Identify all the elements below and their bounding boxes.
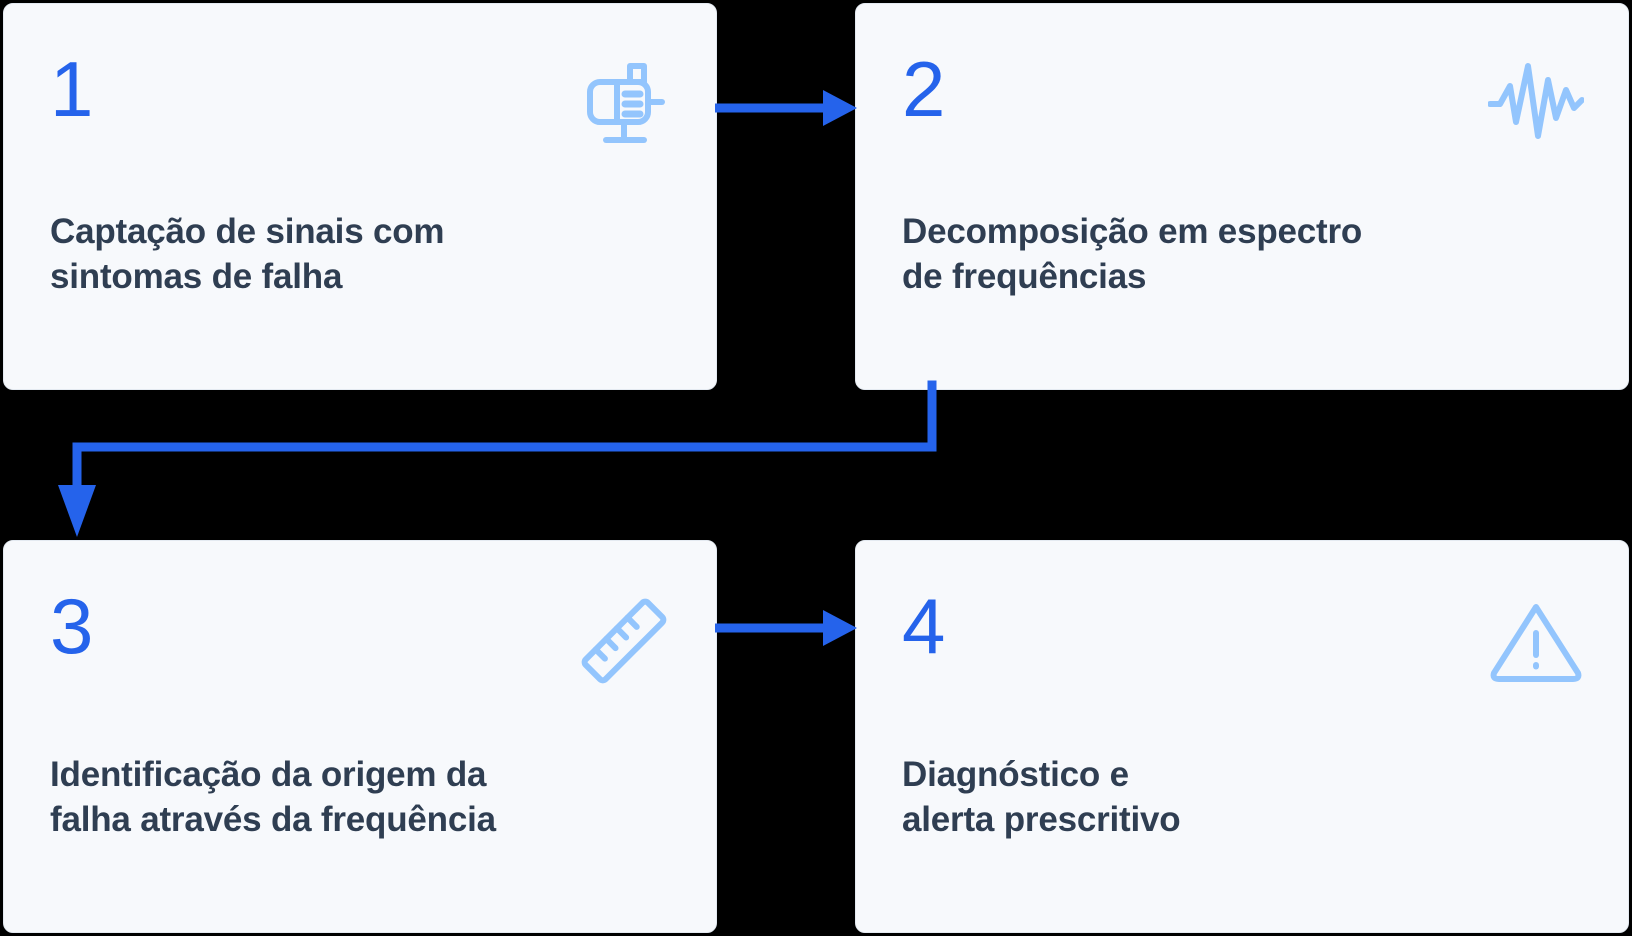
arrow-step3-to-step4 <box>713 598 863 658</box>
step-number-4: 4 <box>902 582 946 670</box>
waveform-signal-icon <box>1488 56 1584 152</box>
card-content: 2 Decomposição em espectro de frequência… <box>856 4 1628 389</box>
flow-step-card-2[interactable]: 2 Decomposição em espectro de frequência… <box>855 3 1629 390</box>
arrow-step1-to-step2 <box>713 78 863 138</box>
step-title-1: Captação de sinais com sintomas de falha <box>50 212 445 296</box>
card-content: 1 Captação de sinais com sintomas de fal… <box>4 4 716 389</box>
flow-step-card-4[interactable]: 4 Diagnóstico e alerta prescritivo <box>855 540 1629 933</box>
flow-step-card-1[interactable]: 1 Captação de sinais com sintomas de fal… <box>3 3 717 390</box>
card-content: 4 Diagnóstico e alerta prescritivo <box>856 541 1628 932</box>
ruler-icon <box>576 593 672 689</box>
step-title-2: Decomposição em espectro de frequências <box>902 212 1363 296</box>
step-number-3: 3 <box>50 582 94 670</box>
step-title-3: Identificação da origem da falha através… <box>50 755 496 839</box>
card-content: 3 Identificação da origem da falha atrav… <box>4 541 716 932</box>
flow-step-card-3[interactable]: 3 Identificação da origem da falha atrav… <box>3 540 717 933</box>
warning-triangle-icon <box>1488 593 1584 689</box>
electric-motor-icon <box>576 56 672 152</box>
step-number-2: 2 <box>902 45 946 133</box>
step-number-1: 1 <box>50 45 94 133</box>
step-title-4: Diagnóstico e alerta prescritivo <box>902 755 1181 839</box>
arrow-step2-to-step3 <box>55 380 955 550</box>
